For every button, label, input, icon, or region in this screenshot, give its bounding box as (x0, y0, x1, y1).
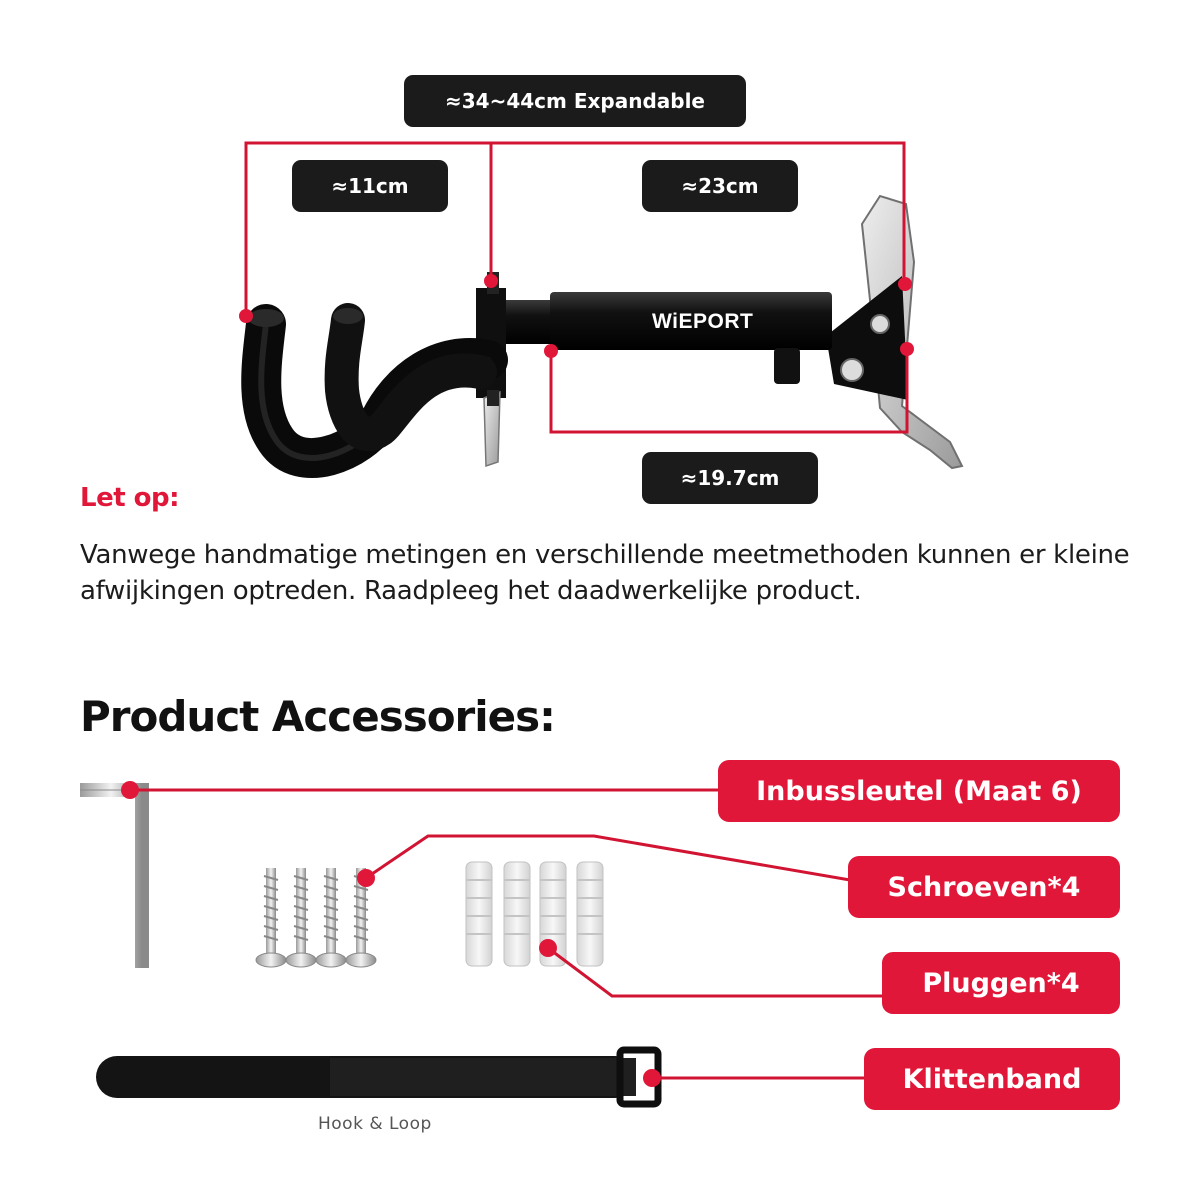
screws-illustration (255, 868, 377, 968)
bike-hanger-illustration: WiEPORT (241, 194, 964, 478)
accessory-label-screws: Schroeven*4 (848, 856, 1120, 918)
accessory-callout-lines (130, 788, 882, 1080)
accessories-title: Product Accessories: (80, 692, 556, 741)
accessory-label-allen-key: Inbussleutel (Maat 6) (718, 760, 1120, 822)
dimension-label-expandable: ≈34~44cm Expandable (404, 75, 746, 127)
note-heading: Let op: (80, 483, 180, 513)
accessory-callout-markers (121, 781, 661, 1087)
brand-logo: WiEPORT (652, 310, 753, 333)
dimension-lines (244, 141, 909, 434)
accessory-label-velcro: Klittenband (864, 1048, 1120, 1110)
allen-key-illustration (80, 783, 149, 968)
dimension-markers (239, 274, 914, 358)
accessory-label-plugs: Pluggen*4 (882, 952, 1120, 1014)
plugs-illustration (465, 861, 604, 967)
note-body: Vanwege handmatige metingen en verschill… (80, 540, 1130, 606)
strap-caption: Hook & Loop (318, 1114, 432, 1134)
velcro-strap-illustration (96, 1046, 662, 1108)
dimension-label-tube: ≈19.7cm (642, 452, 818, 504)
dimension-label-arm: ≈23cm (642, 160, 798, 212)
dimension-label-hook: ≈11cm (292, 160, 448, 212)
